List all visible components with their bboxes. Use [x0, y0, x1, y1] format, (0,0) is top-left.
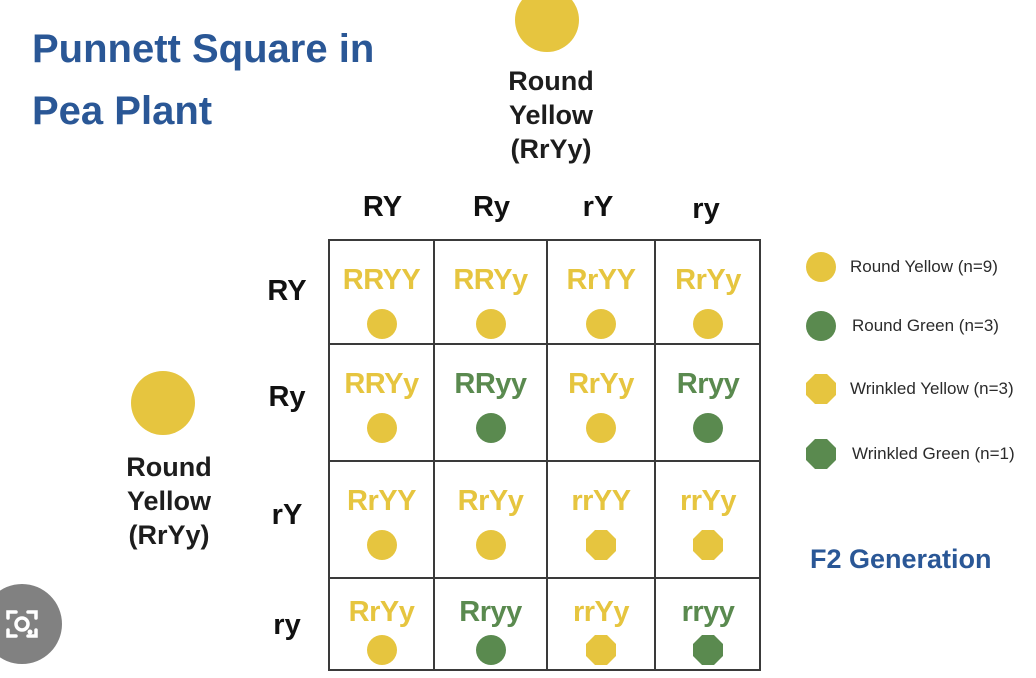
punnett-cell: Rryy	[435, 579, 548, 669]
punnett-cell: RRYy	[330, 345, 435, 462]
cell-genotype: RRYy	[453, 264, 528, 296]
top-parent-pea-icon	[515, 0, 579, 52]
round-yellow-pea-icon	[586, 309, 616, 339]
punnett-cell: RrYy	[656, 241, 760, 345]
row-gamete-Ry: Ry	[268, 381, 306, 413]
punnett-cell: Rryy	[656, 345, 760, 462]
punnett-cell: RRYY	[330, 241, 435, 345]
cell-genotype: rrYy	[572, 596, 630, 628]
round-yellow-pea-icon	[366, 530, 397, 560]
left-parent-label: Round Yellow (RrYy)	[126, 452, 212, 550]
legend-round-green-pea-icon	[806, 311, 836, 341]
cell-genotype: RrYy	[457, 485, 524, 517]
punnett-cell: RrYY	[330, 462, 435, 579]
page-title: Punnett Square in Pea Plant	[32, 18, 452, 142]
legend-label: Round Yellow (n=9)	[850, 257, 998, 276]
cell-genotype: RrYy	[568, 368, 634, 400]
legend-wrinkled-green-pea-icon	[806, 439, 836, 469]
cell-genotype: RRYY	[342, 264, 421, 296]
round-green-pea-icon	[475, 413, 506, 443]
cell-genotype: RrYy	[675, 264, 741, 296]
camera-search-icon	[6, 610, 38, 638]
column-gamete-rY: rY	[582, 191, 614, 223]
round-yellow-pea-icon	[693, 309, 723, 339]
legend-label: Wrinkled Yellow (n=3)	[850, 379, 1014, 398]
row-gamete-ry: ry	[273, 609, 301, 641]
punnett-cell: rrYY	[548, 462, 656, 579]
cell-genotype: Rryy	[459, 596, 522, 628]
cell-genotype: rrYy	[679, 485, 737, 517]
column-gamete-RY: RY	[362, 191, 403, 223]
punnett-cell: rrYy	[548, 579, 656, 669]
punnett-cell: RRYy	[435, 241, 548, 345]
round-yellow-pea-icon	[475, 309, 506, 339]
row-gamete-RY: RY	[267, 275, 307, 307]
round-yellow-pea-icon	[366, 413, 397, 443]
punnett-cell: rrYy	[656, 462, 760, 579]
cell-genotype: RrYY	[347, 485, 416, 517]
round-yellow-pea-icon	[586, 413, 616, 443]
top-parent-label: Round Yellow (RrYy)	[508, 66, 594, 164]
left-parent-pea-icon	[131, 371, 195, 435]
round-yellow-pea-icon	[475, 530, 506, 560]
round-yellow-pea-icon	[366, 635, 397, 665]
column-gamete-ry: ry	[692, 193, 720, 225]
punnett-cell: RRyy	[435, 345, 548, 462]
title-line-1: Punnett Square in	[32, 27, 375, 71]
cell-genotype: RrYy	[348, 596, 415, 628]
round-green-pea-icon	[475, 635, 506, 665]
cell-genotype: rrYY	[571, 485, 631, 517]
title-line-2: Pea Plant	[32, 89, 213, 133]
legend-wrinkled-yellow-pea-icon	[806, 374, 836, 404]
round-yellow-pea-icon	[366, 309, 397, 339]
wrinkled-green-pea-icon	[693, 635, 723, 665]
cell-genotype: RRYy	[344, 368, 419, 400]
cell-genotype: RRyy	[454, 368, 527, 400]
wrinkled-yellow-pea-icon	[586, 635, 616, 665]
generation-label: F2 Generation	[810, 544, 992, 574]
image-search-button[interactable]	[0, 584, 62, 664]
legend-label: Wrinkled Green (n=1)	[852, 444, 1015, 463]
row-gamete-rY: rY	[271, 499, 303, 531]
punnett-cell: rryy	[656, 579, 760, 669]
cell-genotype: RrYY	[566, 264, 636, 296]
wrinkled-yellow-pea-icon	[693, 530, 723, 560]
wrinkled-yellow-pea-icon	[586, 530, 616, 560]
punnett-cell: RrYy	[548, 345, 656, 462]
punnett-cell: RrYY	[548, 241, 656, 345]
round-green-pea-icon	[693, 413, 723, 443]
legend-round-yellow-pea-icon	[806, 252, 836, 282]
punnett-cell: RrYy	[435, 462, 548, 579]
cell-genotype: Rryy	[676, 368, 740, 400]
legend-label: Round Green (n=3)	[852, 316, 999, 335]
punnett-cell: RrYy	[330, 579, 435, 669]
cell-genotype: rryy	[681, 596, 735, 628]
column-gamete-Ry: Ry	[472, 191, 511, 223]
